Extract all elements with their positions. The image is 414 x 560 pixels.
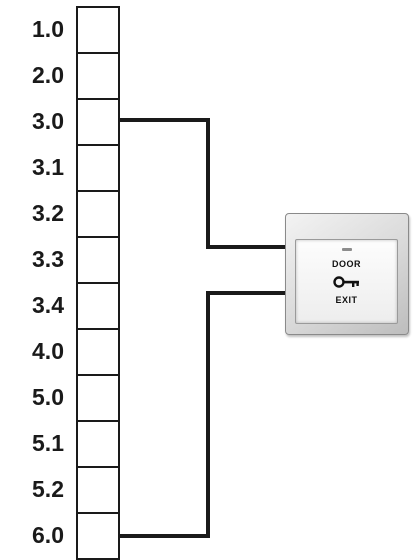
- terminal-cell: [76, 190, 120, 238]
- terminal-label: 3.4: [32, 292, 64, 318]
- terminal-label: 1.0: [32, 16, 64, 42]
- terminal-label: 3.3: [32, 246, 64, 272]
- terminal-row-6-0: 6.0: [32, 512, 120, 560]
- terminal-cell: [76, 466, 120, 514]
- exit-label: EXIT: [335, 295, 358, 305]
- door-label: DOOR: [332, 259, 361, 269]
- terminal-cell: [76, 6, 120, 54]
- terminal-row-1-0: 1.0: [32, 6, 120, 54]
- terminal-cell: [76, 52, 120, 100]
- terminal-row-5-2: 5.2: [32, 466, 120, 514]
- terminal-label: 3.0: [32, 108, 64, 134]
- led-indicator: [341, 248, 352, 251]
- terminal-cell: [76, 512, 120, 560]
- terminal-label: 5.2: [32, 476, 64, 502]
- terminal-cell: [76, 328, 120, 376]
- door-exit-switch: DOOR EXIT: [285, 213, 409, 335]
- terminal-cell: [76, 98, 120, 146]
- wire-3-0-to-switch: [120, 118, 289, 249]
- terminal-row-3-3: 3.3: [32, 236, 120, 284]
- terminal-strip: 1.0 2.0 3.0 3.1 3.2 3.3 3.4 4.0 5.0 5.1 …: [32, 6, 120, 560]
- terminal-row-3-1: 3.1: [32, 144, 120, 192]
- terminal-row-2-0: 2.0: [32, 52, 120, 100]
- terminal-label: 2.0: [32, 62, 64, 88]
- exit-button-plate: DOOR EXIT: [295, 239, 398, 324]
- terminal-label: 3.1: [32, 154, 64, 180]
- terminal-cell: [76, 282, 120, 330]
- terminal-row-5-0: 5.0: [32, 374, 120, 422]
- terminal-label: 4.0: [32, 338, 64, 364]
- wire-6-0-to-switch: [120, 291, 289, 538]
- terminal-row-3-2: 3.2: [32, 190, 120, 238]
- terminal-label: 6.0: [32, 522, 64, 548]
- terminal-row-3-4: 3.4: [32, 282, 120, 330]
- terminal-cell: [76, 374, 120, 422]
- terminal-cell: [76, 420, 120, 468]
- terminal-cell: [76, 144, 120, 192]
- terminal-row-3-0: 3.0: [32, 98, 120, 146]
- terminal-row-5-1: 5.1: [32, 420, 120, 468]
- terminal-row-4-0: 4.0: [32, 328, 120, 376]
- terminal-cell: [76, 236, 120, 284]
- terminal-label: 3.2: [32, 200, 64, 226]
- terminal-label: 5.0: [32, 384, 64, 410]
- key-icon: [332, 276, 359, 288]
- terminal-label: 5.1: [32, 430, 64, 456]
